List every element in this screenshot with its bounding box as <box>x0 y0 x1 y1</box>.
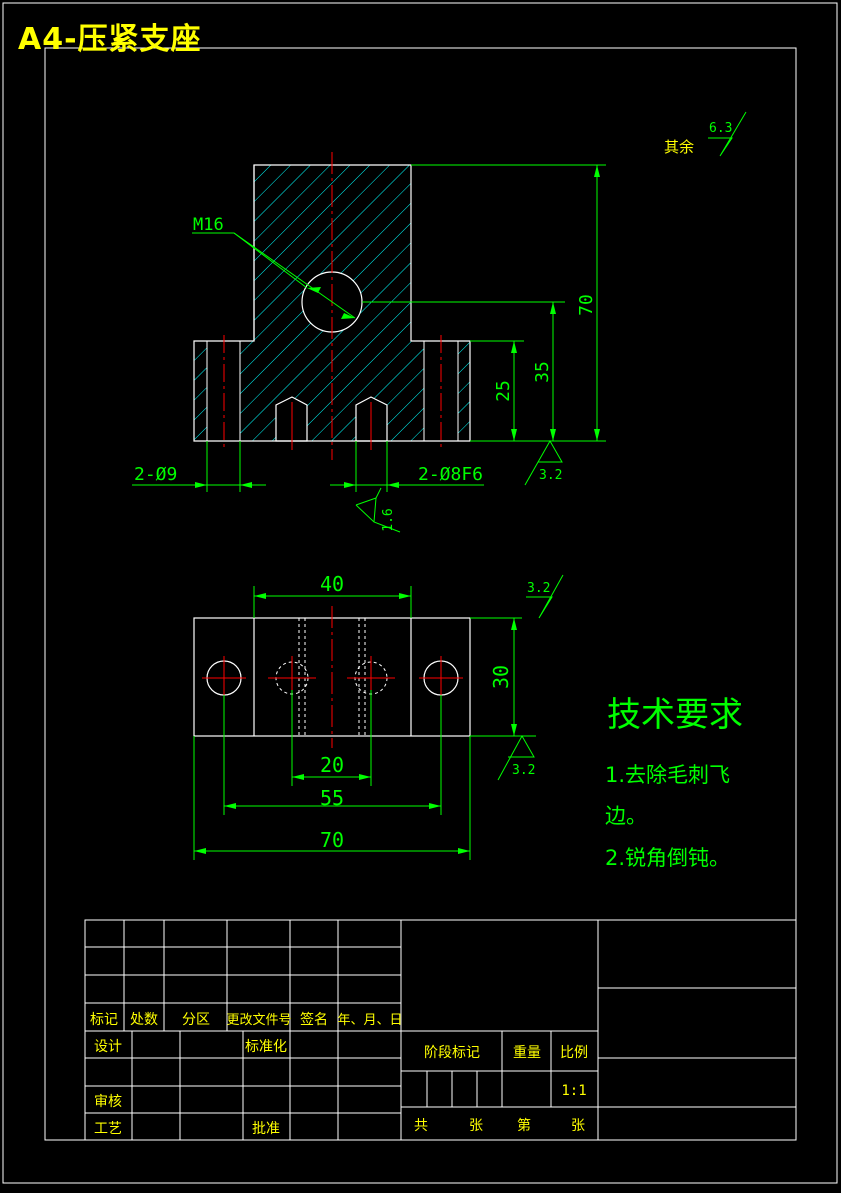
front-view: M16 70 35 25 2-Ø9 2-Ø8F6 3.2 1.6 其余 6.3 <box>132 111 747 533</box>
roughness-bore: 1.6 <box>381 508 396 531</box>
thread-label: M16 <box>193 215 224 235</box>
roughness-bottom-right: 3.2 <box>512 763 535 778</box>
tb-review: 审核 <box>94 1094 122 1110</box>
requirements-title: 技术要求 <box>607 695 743 735</box>
tb-stage: 阶段标记 <box>424 1045 480 1061</box>
tb-count: 处数 <box>130 1012 158 1028</box>
tb-standard: 标准化 <box>245 1039 287 1055</box>
dim-30: 30 <box>489 665 513 689</box>
tb-scale-value: 1:1 <box>561 1083 586 1099</box>
dim-height-25: 25 <box>493 380 514 402</box>
roughness-other-value: 6.3 <box>709 121 732 136</box>
tb-zone: 分区 <box>182 1012 210 1028</box>
tb-sheets2: 张 <box>571 1118 585 1134</box>
tb-mark: 标记 <box>90 1012 118 1028</box>
tb-doc: 更改文件号 <box>226 1013 291 1028</box>
roughness-base: 3.2 <box>539 468 562 483</box>
page-title: A4-压紧支座 <box>18 22 202 57</box>
requirement-1: 1.去除毛刺飞 <box>605 763 730 787</box>
holes-left-label: 2-Ø9 <box>134 464 177 485</box>
title-block-labels: 标记 处数 分区 更改文件号 签名 年、月、日 设计 标准化 审核 工艺 批准 … <box>90 1011 588 1137</box>
dim-40: 40 <box>320 572 344 596</box>
tb-date: 年、月、日 <box>337 1013 402 1028</box>
dim-70: 70 <box>320 828 344 852</box>
tb-design: 设计 <box>94 1039 122 1055</box>
tb-sheets1: 张 <box>469 1118 483 1134</box>
tb-sign: 签名 <box>300 1011 328 1028</box>
dim-20: 20 <box>320 753 344 777</box>
requirement-1-cont: 边。 <box>605 804 647 828</box>
top-view: 40 30 20 55 70 3.2 3.2 <box>193 572 564 860</box>
holes-right-label: 2-Ø8F6 <box>418 464 483 485</box>
dim-55: 55 <box>320 786 344 810</box>
dim-height-70: 70 <box>576 294 597 316</box>
technical-requirements: 技术要求 1.去除毛刺飞 边。 2.锐角倒钝。 <box>605 695 743 870</box>
inner-border <box>44 47 797 1141</box>
tb-total: 共 <box>414 1118 428 1134</box>
tb-approve: 批准 <box>252 1121 280 1137</box>
roughness-other-label: 其余 <box>664 138 694 156</box>
tb-page: 第 <box>517 1117 531 1134</box>
roughness-top-right: 3.2 <box>527 581 550 596</box>
title-block <box>84 919 797 1141</box>
requirement-2: 2.锐角倒钝。 <box>605 846 730 870</box>
tb-weight: 重量 <box>513 1045 541 1061</box>
tb-scale-label: 比例 <box>560 1045 588 1061</box>
tb-process: 工艺 <box>94 1121 122 1137</box>
dim-height-35: 35 <box>532 361 553 383</box>
